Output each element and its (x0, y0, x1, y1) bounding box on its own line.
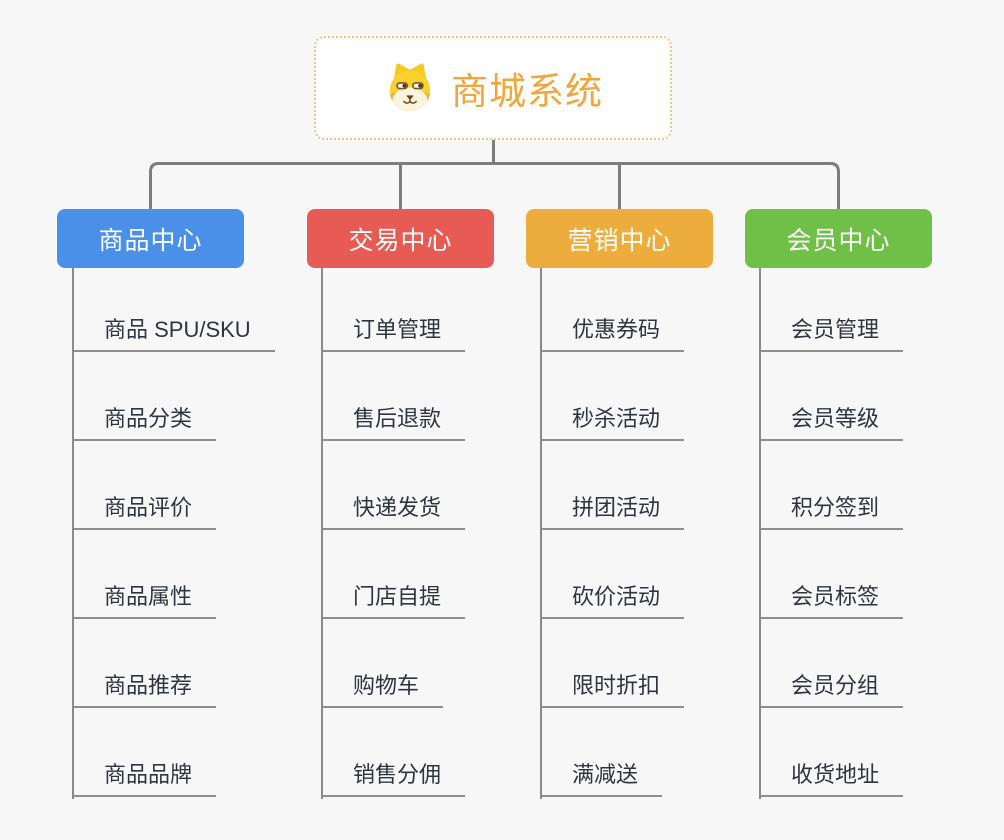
leaf-item[interactable]: 收货地址 (761, 761, 904, 797)
branch-header-label: 交易中心 (348, 226, 453, 255)
root-title: 商城系统 (451, 71, 603, 112)
leaf-item[interactable]: 拼团活动 (542, 494, 685, 530)
branch-header-member-center[interactable]: 会员中心 (745, 209, 932, 268)
branch-header-label: 商品中心 (98, 226, 203, 255)
branch-header-marketing-center[interactable]: 营销中心 (526, 209, 713, 268)
leaf-item[interactable]: 商品 SPU/SKU (74, 316, 275, 352)
leaf-item[interactable]: 订单管理 (323, 316, 466, 352)
branch-header-label: 营销中心 (567, 226, 672, 255)
leaf-item[interactable]: 会员分组 (761, 672, 904, 708)
leaf-item[interactable]: 售后退款 (323, 405, 466, 441)
leaf-item[interactable]: 销售分佣 (323, 761, 466, 797)
leaf-item[interactable]: 商品评价 (74, 494, 217, 530)
branch-column-member: 会员管理 会员等级 积分签到 会员标签 会员分组 收货地址 (759, 268, 904, 799)
leaf-item[interactable]: 快递发货 (323, 494, 466, 530)
leaf-item[interactable]: 会员标签 (761, 583, 904, 619)
shiba-dog-icon (389, 63, 431, 112)
leaf-item[interactable]: 购物车 (323, 672, 444, 708)
branch-header-label: 会员中心 (786, 226, 891, 255)
branch-column-trade: 订单管理 售后退款 快递发货 门店自提 购物车 销售分佣 (321, 268, 466, 799)
leaf-item[interactable]: 商品分类 (74, 405, 217, 441)
branch-column-product: 商品 SPU/SKU 商品分类 商品评价 商品属性 商品推荐 商品品牌 (72, 268, 275, 799)
leaf-item[interactable]: 会员管理 (761, 316, 904, 352)
branch-header-trade-center[interactable]: 交易中心 (307, 209, 494, 268)
root-node[interactable]: 商城系统 (314, 36, 672, 140)
leaf-item[interactable]: 优惠券码 (542, 316, 685, 352)
leaf-item[interactable]: 满减送 (542, 761, 663, 797)
leaf-item[interactable]: 商品推荐 (74, 672, 217, 708)
leaf-item[interactable]: 商品属性 (74, 583, 217, 619)
leaf-item[interactable]: 积分签到 (761, 494, 904, 530)
leaf-item[interactable]: 商品品牌 (74, 761, 217, 797)
leaf-item[interactable]: 会员等级 (761, 405, 904, 441)
branch-header-product-center[interactable]: 商品中心 (57, 209, 244, 268)
leaf-item[interactable]: 秒杀活动 (542, 405, 685, 441)
leaf-item[interactable]: 砍价活动 (542, 583, 685, 619)
leaf-item[interactable]: 门店自提 (323, 583, 466, 619)
leaf-item[interactable]: 限时折扣 (542, 672, 685, 708)
branch-column-marketing: 优惠券码 秒杀活动 拼团活动 砍价活动 限时折扣 满减送 (540, 268, 685, 799)
